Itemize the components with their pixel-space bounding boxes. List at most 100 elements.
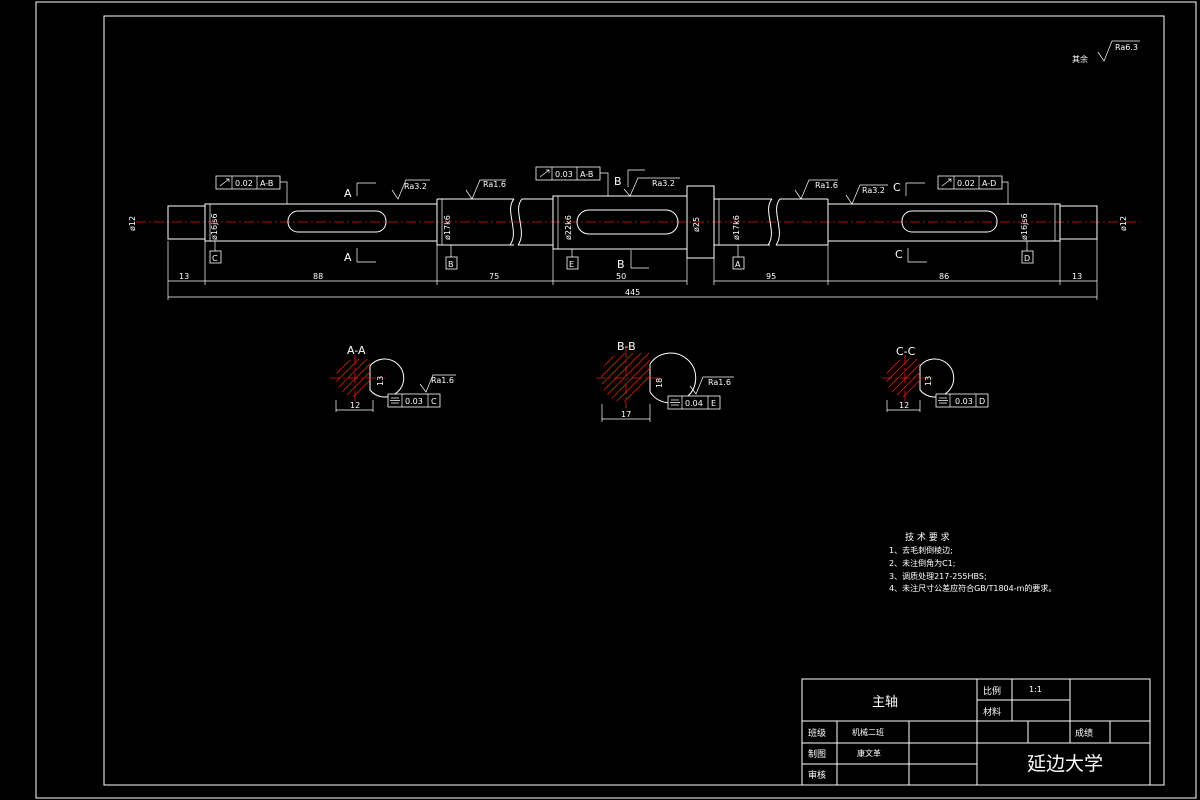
shaft-end-right [1059, 205, 1098, 240]
datum-boxes: C B E A D [209, 241, 1034, 270]
keyway-middle [576, 209, 679, 235]
keyway-left [287, 210, 387, 233]
shaft-section-17-right [714, 198, 772, 246]
section-bb: B-B 18 17 0.04 E Ra1.6 [596, 340, 734, 422]
title-block: 主轴 比例 1:1 材料 成绩 班级 机械二班 制图 康文革 审核 延边大学 [801, 678, 1151, 786]
svg-text:A-B: A-B [260, 179, 273, 188]
roughness-symbol-icon [1097, 40, 1140, 62]
school-name: 延边大学 [1027, 753, 1103, 775]
svg-text:0.03: 0.03 [555, 170, 573, 179]
section-cc-label: C-C [896, 345, 916, 358]
shaft-section-17-left [436, 198, 514, 246]
svg-text:Ra1.6: Ra1.6 [708, 378, 731, 387]
svg-text:0.02: 0.02 [957, 179, 975, 188]
shaft-collar-25 [686, 185, 715, 259]
tech-item-4: 4、未注尺寸公差应符合GB/T1804-m的要求。 [889, 583, 1056, 593]
class-value: 机械二班 [852, 727, 884, 737]
check-label: 审核 [808, 769, 826, 781]
break-line-left-a [509, 198, 515, 246]
runout-arrow-icon [539, 169, 550, 178]
dia-12-right: ø12 [1119, 216, 1128, 231]
svg-text:13: 13 [924, 376, 933, 386]
section-aa-label: A-A [347, 344, 366, 357]
runout-frame-1: 0.02 A-B [215, 175, 288, 204]
svg-text:12: 12 [350, 401, 360, 410]
svg-text:0.02: 0.02 [235, 179, 253, 188]
svg-text:0.03: 0.03 [405, 397, 423, 406]
section-cc-outline [919, 358, 955, 398]
svg-text:A: A [344, 187, 352, 200]
runout-frame-2: 0.03 A-B [535, 166, 609, 196]
svg-text:Ra3.2: Ra3.2 [652, 179, 675, 188]
section-cut-marks: A A B B C C [344, 169, 927, 271]
svg-text:D: D [979, 397, 985, 406]
inner-border [103, 15, 1165, 786]
runout-arrow-icon [941, 178, 952, 187]
svg-text:86: 86 [939, 272, 949, 281]
dia-22: ø22k6 [564, 215, 573, 240]
svg-text:C: C [431, 397, 437, 406]
scale-label: 比例 [983, 685, 1001, 697]
section-aa-outline [369, 358, 405, 398]
other-roughness-value: Ra6.3 [1115, 43, 1138, 52]
svg-text:C: C [895, 248, 903, 261]
break-line-left-b [517, 198, 523, 246]
dia-17-right: ø17k6 [732, 215, 741, 240]
tech-item-2: 2、未注倒角为C1; [889, 558, 955, 568]
drawn-label: 制图 [808, 748, 826, 760]
svg-text:Ra1.6: Ra1.6 [483, 180, 506, 189]
svg-text:445: 445 [625, 288, 640, 297]
section-bb-outline [649, 352, 697, 404]
tech-item-1: 1、去毛刺倒棱边; [889, 545, 953, 555]
svg-text:88: 88 [313, 272, 323, 281]
other-roughness-label: 其余 [1072, 54, 1088, 64]
shaft-main-view [136, 185, 1140, 259]
section-aa: A-A 13 12 0.03 C Ra1.6 [330, 344, 456, 412]
svg-text:Ra3.2: Ra3.2 [862, 186, 885, 195]
tech-item-3: 3、调质处理217-255HBS; [889, 571, 987, 581]
tech-title: 技 术 要 求 [905, 531, 950, 543]
svg-text:Ra1.6: Ra1.6 [815, 181, 838, 190]
svg-text:A: A [344, 251, 352, 264]
svg-text:B: B [448, 260, 454, 269]
shaft-section-22 [552, 195, 688, 250]
length-dimensions: 13 88 75 50 95 86 13 445 [167, 239, 1098, 300]
runout-frame-3: 0.02 A-D [937, 175, 1009, 204]
class-label: 班级 [808, 727, 826, 739]
dia-16-right: ø16js6 [1020, 213, 1029, 240]
svg-text:B: B [614, 175, 622, 188]
svg-text:C: C [893, 181, 901, 194]
svg-text:18: 18 [655, 378, 664, 388]
roughness-marks: Ra3.2 Ra1.6 Ra3.2 Ra1.6 Ra3.2 [391, 177, 888, 205]
svg-text:D: D [1024, 254, 1030, 263]
material-label: 材料 [983, 706, 1001, 718]
dia-25: ø25 [692, 217, 701, 232]
shaft-section-16-left [204, 203, 438, 242]
break-line-right-a [767, 198, 773, 246]
svg-text:0.04: 0.04 [685, 399, 703, 408]
svg-text:A-D: A-D [982, 179, 996, 188]
svg-text:E: E [711, 399, 716, 408]
svg-text:13: 13 [376, 376, 385, 386]
keyway-right [901, 210, 998, 233]
grade-label: 成绩 [1075, 727, 1093, 739]
dia-12-left: ø12 [128, 216, 137, 231]
scale-value: 1:1 [1029, 685, 1042, 694]
technical-requirements: 技 术 要 求 1、去毛刺倒棱边; 2、未注倒角为C1; 3、调质处理217-2… [889, 531, 1056, 593]
section-cc: C-C 13 12 0.03 D [882, 345, 989, 412]
svg-text:E: E [569, 260, 574, 269]
svg-text:13: 13 [179, 272, 189, 281]
diameter-labels: ø12 ø16js6 ø17k6 ø22k6 ø25 ø17k6 ø16js6 … [128, 213, 1128, 240]
part-name: 主轴 [872, 695, 898, 710]
dia-17-left: ø17k6 [443, 215, 452, 240]
dia-16-left: ø16js6 [210, 213, 219, 240]
svg-text:13: 13 [1072, 272, 1082, 281]
runout-arrow-icon [219, 178, 230, 187]
outer-border [35, 1, 1197, 799]
drawn-value: 康文革 [857, 748, 881, 758]
section-bb-label: B-B [617, 340, 636, 353]
break-line-right-b [775, 198, 781, 246]
svg-text:17: 17 [621, 410, 631, 419]
svg-text:B: B [617, 258, 625, 271]
